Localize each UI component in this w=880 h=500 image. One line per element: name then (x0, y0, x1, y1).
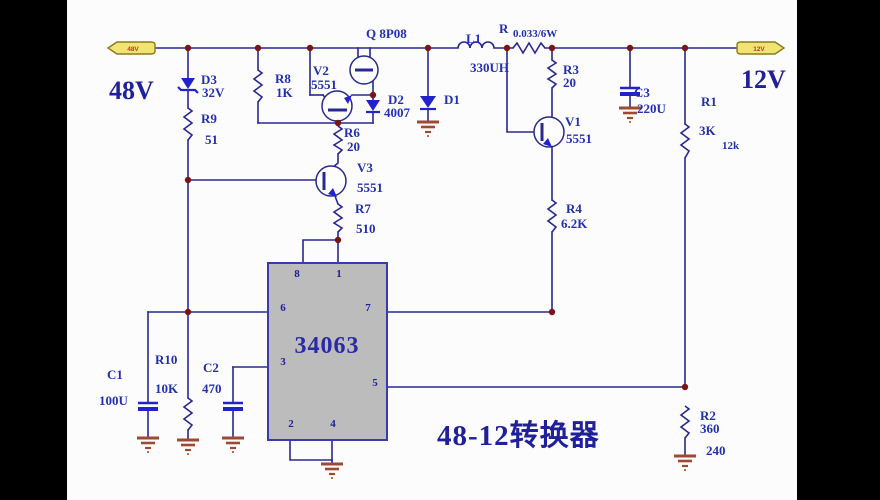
ic-pin-7: 7 (365, 302, 371, 314)
label-d3-ref: D3 (201, 72, 217, 87)
diode-d1-symbol (420, 96, 436, 111)
label-r7-ref: R7 (355, 201, 371, 216)
ic-pin-8: 8 (294, 268, 300, 280)
label-r7-value: 510 (356, 221, 376, 236)
label-d3-value: 32V (202, 85, 225, 100)
resistor-r8-symbol (252, 69, 264, 103)
ic-pin-4: 4 (330, 418, 336, 430)
resistor-r1-symbol (679, 123, 691, 159)
label-output-voltage: 12V (741, 65, 786, 94)
label-r2-value: 360 (700, 421, 720, 436)
label-c3-value: 220U (637, 101, 667, 116)
output-tag-text: 12V (753, 46, 765, 53)
resistor-r10-symbol (182, 397, 194, 431)
mosfet-q-symbol (349, 55, 379, 85)
label-input-voltage: 48V (109, 76, 154, 105)
label-l1-value: 330UH (470, 60, 509, 75)
label-r6-value: 20 (347, 139, 360, 154)
label-d1-ref: D1 (444, 92, 460, 107)
label-c2-ref: C2 (203, 360, 219, 375)
diode-d3-symbol (177, 78, 199, 94)
label-r1-value: 3K (699, 123, 717, 138)
label-l1-ref: L1 (466, 31, 481, 46)
resistor-r3-symbol (546, 59, 558, 89)
resistor-rs-symbol (512, 41, 546, 55)
schematic-canvas (67, 0, 797, 500)
diode-d2-symbol (366, 100, 380, 114)
label-r3-ref: R3 (563, 62, 579, 77)
label-r6-ref: R6 (344, 125, 360, 140)
label-r8-value: 1K (276, 85, 294, 100)
label-r1-ref: R1 (701, 94, 717, 109)
ic-part-number: 34063 (295, 333, 360, 359)
output-terminal-tag: 12V (736, 41, 786, 55)
input-tag-text: 48V (127, 46, 139, 53)
label-r9-ref: R9 (201, 111, 217, 126)
label-r10-ref: R10 (155, 352, 177, 367)
label-q-ref: Q 8P08 (366, 26, 407, 41)
label-r1-value2: 12k (722, 140, 740, 152)
ic-34063-body (267, 262, 388, 441)
resistor-r9-symbol (182, 107, 194, 141)
label-d2-ref: D2 (388, 92, 404, 107)
transistor-v3-symbol (315, 165, 347, 197)
input-terminal-tag: 48V (106, 41, 156, 55)
ic-pin-3: 3 (280, 356, 286, 368)
label-d2-value: 4007 (384, 105, 411, 120)
label-r2-ref: R2 (700, 408, 716, 423)
resistor-r2-symbol (679, 405, 691, 439)
label-r2-value2: 240 (706, 443, 726, 458)
ic-pin-6: 6 (280, 302, 286, 314)
label-r3-value: 20 (563, 75, 576, 90)
label-r4-ref: R4 (566, 201, 582, 216)
label-v2-value: 5551 (311, 77, 337, 92)
schematic-caption: 48-12转换器 (437, 419, 600, 452)
ic-pin-1: 1 (336, 268, 342, 280)
resistor-r6-symbol (332, 125, 344, 155)
transistor-v2-symbol (321, 90, 353, 122)
label-r4-value: 6.2K (561, 216, 588, 231)
label-rs-ref: R (499, 21, 509, 36)
label-r10-value: 10K (155, 381, 179, 396)
label-v2-ref: V2 (313, 63, 329, 78)
label-c1-ref: C1 (107, 367, 123, 382)
inductor-l1-symbol (457, 41, 495, 49)
resistor-r4-symbol (546, 199, 558, 233)
label-rs-value: 0.033/6W (513, 28, 557, 40)
label-v3-ref: V3 (357, 160, 373, 175)
label-v3-value: 5551 (357, 180, 383, 195)
transistor-v1-symbol (533, 116, 565, 148)
label-c3-ref: C3 (634, 85, 650, 100)
ic-pin-2: 2 (288, 418, 294, 430)
label-r8-ref: R8 (275, 71, 291, 86)
resistor-r7-symbol (332, 203, 344, 233)
label-c1-value: 100U (99, 393, 129, 408)
label-r9-value: 51 (205, 132, 218, 147)
label-v1-value: 5551 (566, 131, 592, 146)
ic-pin-5: 5 (372, 377, 378, 389)
label-c2-value: 470 (202, 381, 222, 396)
label-v1-ref: V1 (565, 114, 581, 129)
